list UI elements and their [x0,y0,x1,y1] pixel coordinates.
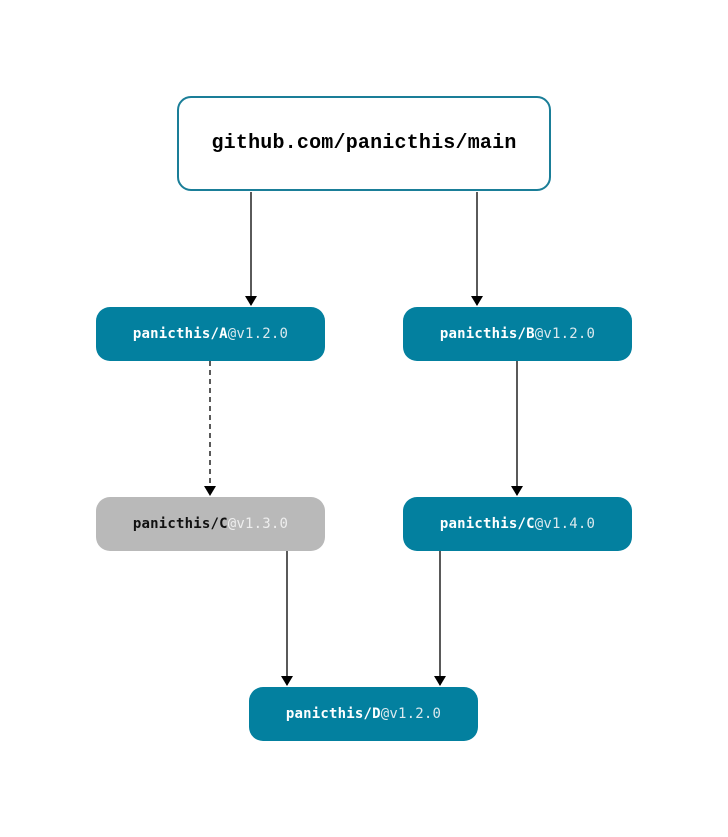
module-node-c-v1-3-0: panicthis/C@v1.3.0 [96,497,325,551]
module-node-d: panicthis/D@v1.2.0 [249,687,478,741]
module-name: panicthis/C [439,516,535,532]
root-module-node: github.com/panicthis/main [177,96,551,191]
module-version: @v1.4.0 [534,516,596,532]
module-node-b: panicthis/B@v1.2.0 [403,307,632,361]
module-node-c-v1-4-0: panicthis/C@v1.4.0 [403,497,632,551]
module-name: panicthis/C [132,516,228,532]
module-node-a: panicthis/A@v1.2.0 [96,307,325,361]
root-module-label: github.com/panicthis/main [211,132,517,155]
module-version: @v1.3.0 [227,516,289,532]
module-name: panicthis/A [132,326,228,342]
module-version: @v1.2.0 [227,326,289,342]
module-version: @v1.2.0 [380,706,442,722]
module-name: panicthis/D [285,706,381,722]
module-name: panicthis/B [439,326,535,342]
module-version: @v1.2.0 [534,326,596,342]
